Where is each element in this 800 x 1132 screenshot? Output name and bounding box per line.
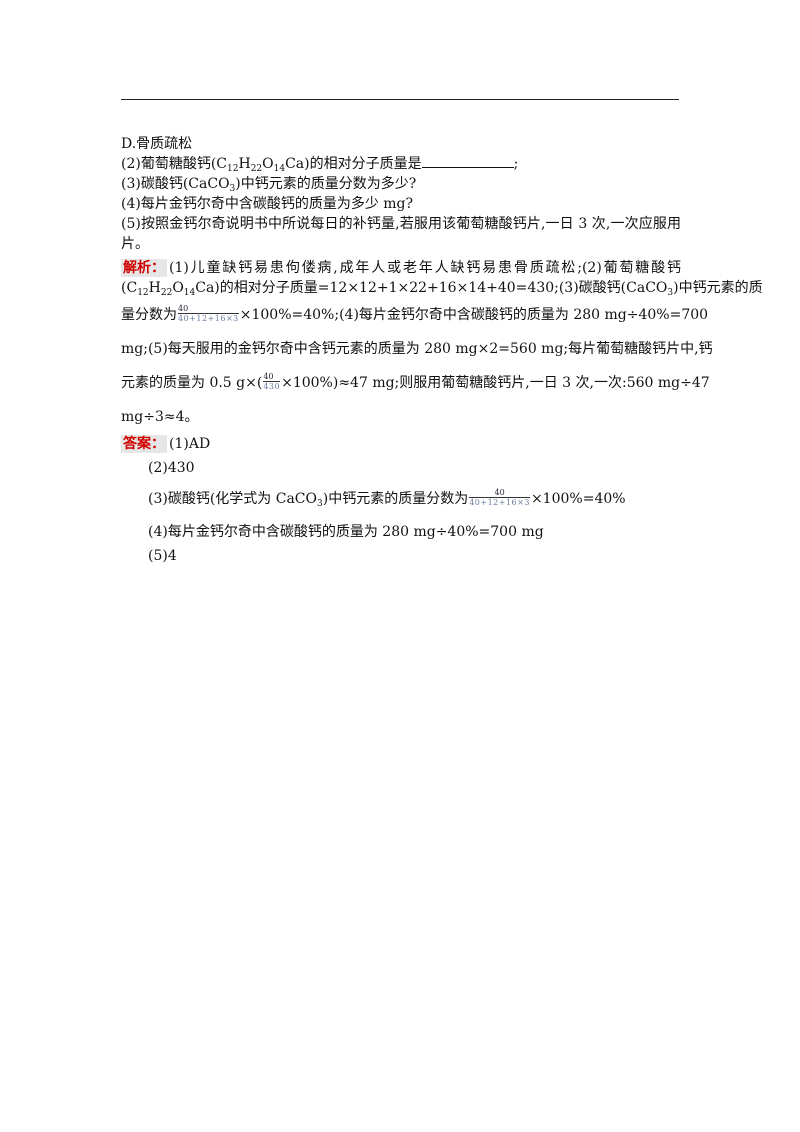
analysis-label: 解析： xyxy=(121,259,167,277)
document-body: D.骨质疏松 (2)葡萄糖酸钙(C12H22O14Ca)的相对分子质量是; (3… xyxy=(121,134,763,566)
header-rule xyxy=(121,99,679,100)
answer-label: 答案： xyxy=(121,435,167,453)
analysis-line-4: mg;(5)每天服用的金钙尔奇中含钙元素的质量为 280 mg×2=560 mg… xyxy=(121,341,713,357)
question-3: (3)碳酸钙(CaCO3)中钙元素的质量分数为多少? xyxy=(121,176,417,194)
question-5-line-2: 片。 xyxy=(121,236,149,252)
answer-4: (4)每片金钙尔奇中含碳酸钙的质量为 280 mg÷40%=700 mg xyxy=(148,524,544,540)
question-4: (4)每片金钙尔奇中含碳酸钙的质量为多少 mg? xyxy=(121,196,414,212)
question-5-line-1: (5)按照金钙尔奇说明书中所说每日的补钙量,若服用该葡萄糖酸钙片,一日 3 次,… xyxy=(121,216,681,232)
analysis-line-6: mg÷3≈4。 xyxy=(121,409,199,425)
analysis-line-1: 解析：(1)儿童缺钙易患佝偻病,成年人或老年人缺钙易患骨质疏松;(2)葡萄糖酸钙 xyxy=(121,259,681,277)
answer-2: (2)430 xyxy=(148,460,195,476)
answer-blank xyxy=(421,154,514,168)
answer-line-1: 答案：(1)AD xyxy=(121,435,211,453)
option-d: D.骨质疏松 xyxy=(121,136,193,152)
question-2: (2)葡萄糖酸钙(C12H22O14Ca)的相对分子质量是; xyxy=(121,154,519,174)
analysis-line-2: (C12H22O14Ca)的相对分子质量=12×12+1×22+16×14+40… xyxy=(121,280,763,298)
answer-5: (5)4 xyxy=(148,548,177,564)
